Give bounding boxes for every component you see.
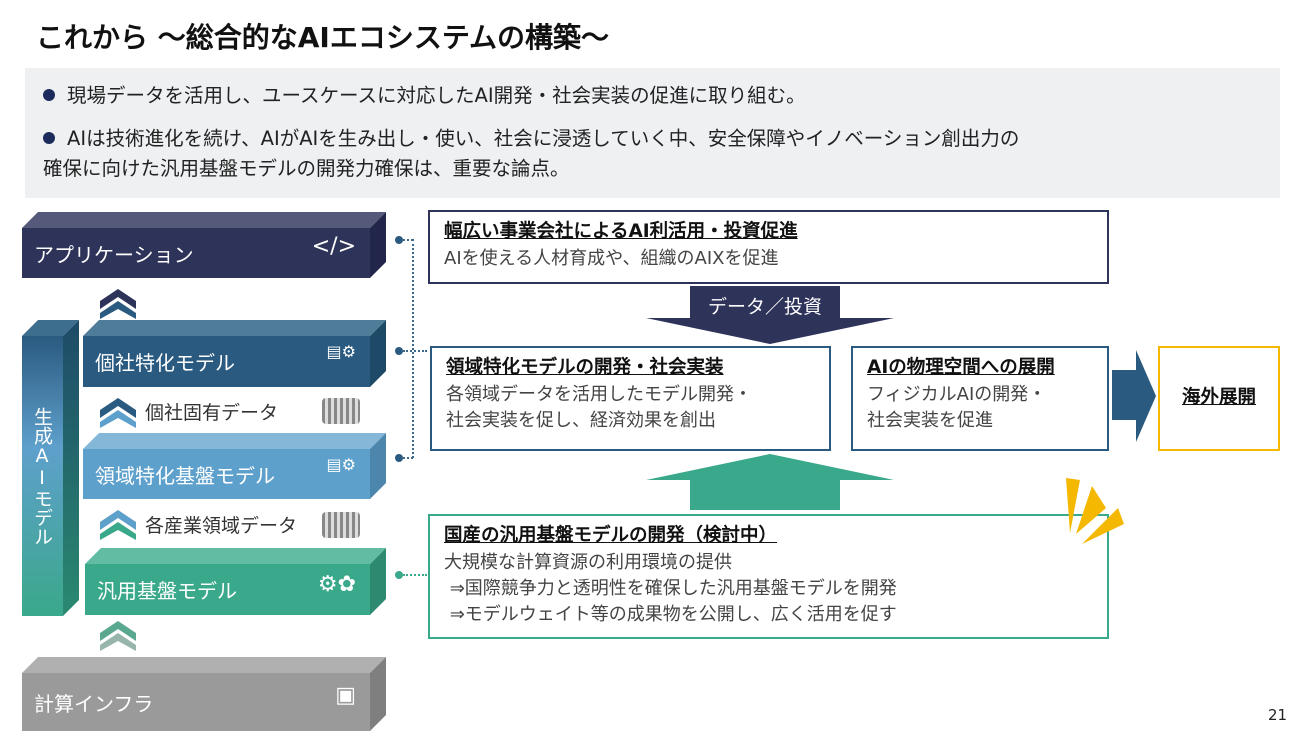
domain-model-layer: 領域特化基盤モデル ▤⚙ <box>83 433 386 499</box>
arrow-up-icon <box>646 454 894 510</box>
domain-model-label: 領域特化基盤モデル <box>95 463 275 488</box>
connector-dot <box>395 236 403 244</box>
infra-label: 計算インフラ <box>34 691 154 716</box>
page-title: これから ～総合的なAIエコシステムの構築～ <box>36 21 609 54</box>
box-text: ⇒国際競争力と透明性を確保した汎用基盤モデルを開発 <box>444 578 897 599</box>
generative-ai-label: 生成AIモデル <box>31 406 53 546</box>
domain-model-box: 領域特化モデルの開発・社会実装 各領域データを活用したモデル開発・ 社会実装を促… <box>430 346 831 451</box>
laptop-code-icon: </> <box>311 234 356 259</box>
company-model-layer: 個社特化モデル ▤⚙ <box>83 320 386 387</box>
box-text: 社会実装を促進 <box>867 410 993 431</box>
box-text: 大規模な計算資源の利用環境の提供 <box>444 552 732 573</box>
bullet-text: 現場データを活用し、ユースケースに対応したAI開発・社会実装の促進に取り組む。 <box>67 84 806 107</box>
box-text: フィジカルAIの開発・ <box>867 384 1047 405</box>
arrow-down-icon <box>646 286 894 344</box>
ai-chip-icon: ▣ <box>335 683 356 708</box>
foundation-model-label: 汎用基盤モデル <box>97 579 237 603</box>
box-text: ⇒モデルウェイト等の成果物を公開し、広く活用を促す <box>444 604 897 625</box>
data-investment-label: データ／投資 <box>707 296 822 318</box>
bullet-text-cont: 確保に向けた汎用基盤モデルの開発力確保は、重要な論点。 <box>43 157 570 180</box>
database-icon <box>322 512 360 538</box>
company-model-label: 個社特化モデル <box>95 351 235 375</box>
gears-icon: ⚙✿ <box>317 572 356 597</box>
highlight-burst-icon <box>1066 478 1124 544</box>
industry-data-label: 各産業領域データ <box>145 515 298 537</box>
foundation-model-layer: 汎用基盤モデル ⚙✿ <box>85 548 386 615</box>
bullet-2: AIは技術進化を続け、AIがAIを生み出し・使い、社会に浸透していく中、安全保障… <box>43 124 1019 184</box>
bullet-text: AIは技術進化を続け、AIがAIを生み出し・使い、社会に浸透していく中、安全保障… <box>67 127 1020 150</box>
ai-utilization-box: 幅広い事業会社によるAI利活用・投資促進 AIを使える人材育成や、組織のAIXを… <box>428 210 1109 284</box>
chevron-up-icon <box>100 617 136 651</box>
database-icon <box>322 398 360 424</box>
bullet-1: 現場データを活用し、ユースケースに対応したAI開発・社会実装の促進に取り組む。 <box>43 81 806 111</box>
arrow-right-icon <box>1112 350 1156 442</box>
overseas-box: 海外展開 <box>1158 346 1280 451</box>
bullet-dot-icon <box>43 88 55 101</box>
physical-ai-box: AIの物理空間への展開 フィジカルAIの開発・ 社会実装を促進 <box>851 346 1109 451</box>
connector-dot <box>395 454 403 462</box>
chevron-up-icon <box>100 285 136 319</box>
compute-infra-layer: 計算インフラ ▣ <box>22 657 386 731</box>
page-number: 21 <box>1268 706 1288 724</box>
data-model-icon: ▤⚙ <box>326 342 356 361</box>
box-text: 各領域データを活用したモデル開発・ <box>446 384 752 405</box>
connector-dot <box>395 347 403 355</box>
application-layer: アプリケーション </> <box>22 212 386 278</box>
box-heading: 国産の汎用基盤モデルの開発（検討中） <box>444 525 778 546</box>
connector-dot <box>395 571 403 579</box>
generative-ai-model-bar: 生成AIモデル <box>22 320 79 616</box>
box-text: 社会実装を促し、経済効果を創出 <box>446 410 716 431</box>
summary-panel: 現場データを活用し、ユースケースに対応したAI開発・社会実装の促進に取り組む。 … <box>25 68 1280 198</box>
box-text: AIを使える人材育成や、組織のAIXを促進 <box>444 248 779 269</box>
box-heading: 幅広い事業会社によるAI利活用・投資促進 <box>444 221 798 242</box>
application-label: アプリケーション <box>34 242 194 267</box>
connector-line <box>412 239 414 458</box>
chevron-up-icon <box>100 506 136 540</box>
box-heading: 海外展開 <box>1181 387 1256 408</box>
company-data-label: 個社固有データ <box>145 402 279 424</box>
box-heading: AIの物理空間への展開 <box>867 357 1055 378</box>
domestic-foundation-box: 国産の汎用基盤モデルの開発（検討中） 大規模な計算資源の利用環境の提供 ⇒国際競… <box>428 514 1109 639</box>
chevron-up-icon <box>100 394 136 428</box>
data-model-icon: ▤⚙ <box>326 455 356 474</box>
bullet-dot-icon <box>43 131 55 144</box>
box-heading: 領域特化モデルの開発・社会実装 <box>446 357 724 378</box>
